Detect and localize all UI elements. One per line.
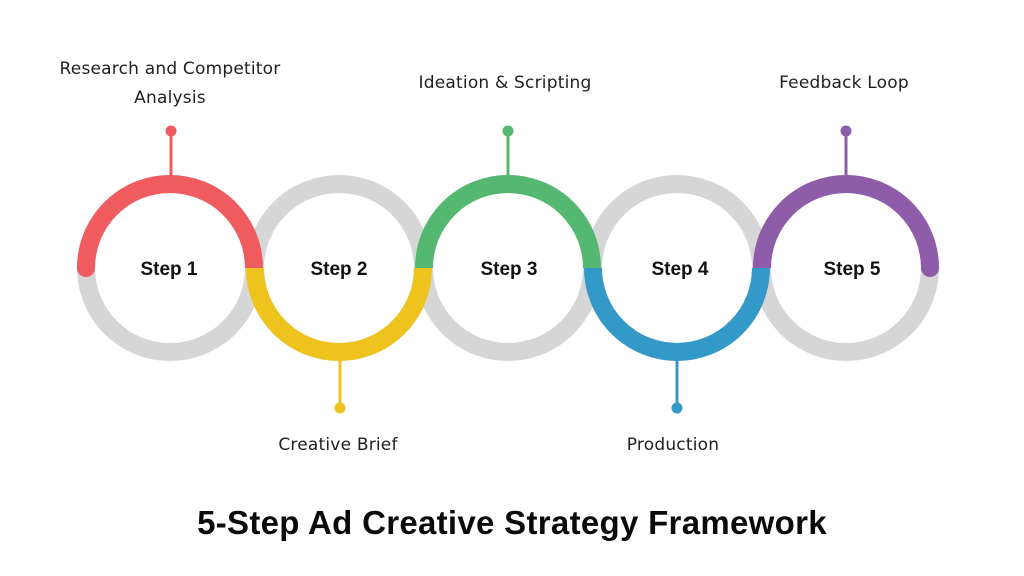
step-1-description: Research and Competitor Analysis [60, 55, 281, 113]
step4-pin-dot [671, 402, 683, 414]
step2-arc [246, 267, 432, 361]
step-3-label: Step 3 [480, 259, 538, 280]
step-1-label: Step 1 [140, 259, 198, 280]
step2-pin-dot [334, 402, 346, 414]
step5-arc-cap [921, 259, 939, 277]
step-5-description: Feedback Loop [779, 73, 909, 93]
step-2-label: Step 2 [310, 259, 368, 280]
step-1-description-line2: Analysis [134, 88, 206, 108]
step-4-label: Step 4 [651, 259, 709, 280]
step4-arc [584, 267, 770, 361]
step-1-description-line1: Research and Competitor [59, 59, 281, 79]
connector-pins [165, 125, 852, 414]
step1-arc [77, 175, 263, 269]
step5-arc [753, 175, 939, 269]
diagram-title: 5-Step Ad Creative Strategy Framework [197, 504, 827, 541]
step-3-description: Ideation & Scripting [418, 73, 592, 93]
step3-arc [415, 175, 601, 269]
step3-pin-dot [502, 125, 514, 137]
step1-pin-dot [165, 125, 177, 137]
step5-pin-dot [840, 125, 852, 137]
step-2-description: Creative Brief [278, 435, 398, 455]
step-4-description: Production [626, 435, 720, 455]
step-5-label: Step 5 [823, 259, 881, 280]
step1-arc-cap [77, 259, 95, 277]
